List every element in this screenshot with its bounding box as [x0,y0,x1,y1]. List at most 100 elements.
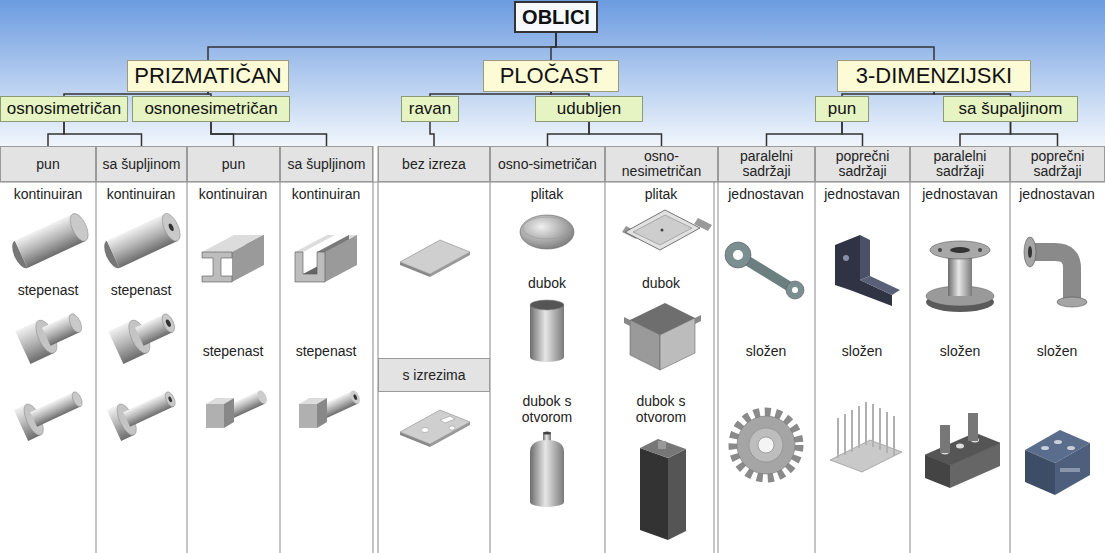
hollow-bolt [107,382,181,441]
column-header: paralelni sadržaji [718,146,815,182]
bolt-part [14,382,88,441]
node-text: OBLICI [522,6,590,29]
hollow-cylinder [101,211,184,271]
cell-label: kontinuiran [281,186,371,202]
node-text: PLOČAST [500,63,603,89]
node-text: sa šupljinom [103,157,181,172]
cell-label: dubok [492,275,602,291]
node-text: poprečni sadržaji [1013,149,1102,178]
column-header: pun [0,146,96,182]
cell-label: kontinuiran [188,186,278,202]
cell-label: stepenast [188,343,278,359]
hollow-square-head-bolt [299,389,362,428]
cell-label: stepenast [96,282,186,298]
tank [530,432,564,508]
tree-connector [430,122,434,146]
engine-block [1025,430,1090,495]
node-text: 3-DIMENZIJSKI [856,63,1012,89]
tree-connector [960,122,1011,146]
tree-connector [48,122,64,146]
column-header: osno-simetričan [490,146,605,182]
block-with-holes [925,413,1000,488]
node-text: s izrezima [402,368,465,383]
node-text: paralelni sadržaji [913,149,1007,178]
cell-label: plitak [492,186,602,202]
cell-label: složen [815,343,909,359]
cell-label: složen [718,343,814,359]
category-box: PLOČAST [483,60,619,92]
cell-label: jednostavan [718,186,814,202]
column-lines [0,146,1105,553]
cell-label: dubok s otvorom [507,393,587,425]
tree-connector [208,33,556,60]
column-header: osno-nesimetričan [605,146,718,182]
flat-plate [400,240,470,277]
cell-label: stepenast [281,343,371,359]
i-beam [202,235,264,282]
column-header: sa šupljinom [96,146,187,182]
cell-label: stepenast [1,282,95,298]
category-box: PRIZMATIČAN [127,60,289,92]
deep-box [624,303,701,370]
cylinder-part [9,211,92,271]
node-text: pun [222,157,245,172]
plate-with-cutouts [400,410,470,447]
tree-connector [211,122,327,146]
cell-label: kontinuiran [1,186,95,202]
column-header: poprečni sadržaji [815,146,910,182]
shallow-dish [520,215,574,249]
pipe-elbow [1024,237,1087,307]
node-text: osnonesimetričan [144,99,277,119]
flange-part [926,241,994,312]
tree-connector [556,33,934,60]
subcategory-box: osnosimetričan [0,96,128,122]
category-box: 3-DIMENZIJSKI [837,60,1031,92]
root-box: OBLICI [514,1,598,33]
column-header: s izrezima [378,358,490,392]
tree-connector [64,122,142,146]
column-header: paralelni sadržaji [910,146,1010,182]
node-text: udubljen [557,99,621,119]
shallow-tray [622,210,712,250]
channel-profile [295,235,357,282]
cell-label: dubok [606,275,716,291]
subcategory-box: ravan [401,96,459,122]
node-text: osnosimetričan [7,99,121,119]
stepped-shaft [15,305,87,364]
node-text: poprečni sadržaji [818,149,907,178]
tree-connector [767,122,843,146]
node-text: osno-simetričan [498,157,597,172]
subcategory-box: udubljen [535,96,643,122]
cell-label: jednostavan [815,186,909,202]
cell-label: dubok s otvorom [621,393,701,425]
subcategory-box: osnonesimetričan [132,96,290,122]
square-head-bolt [206,389,269,428]
node-text: sa šupljinom [288,157,366,172]
header-band [0,0,1105,146]
cell-label: plitak [606,186,716,202]
node-text: ravan [409,99,452,119]
hollow-stepped-shaft [108,305,180,364]
deep-cup [530,300,564,362]
cell-label: jednostavan [911,186,1009,202]
tree-connector [842,122,863,146]
tree-connector [1011,122,1058,146]
tree-connector [589,122,662,146]
column-header: poprečni sadržaji [1010,146,1105,182]
cell-label: jednostavan [1010,186,1104,202]
column-header: bez izreza [378,146,490,182]
node-text: pun [36,157,59,172]
column-header: sa šupljinom [280,146,373,182]
crank-arm [725,242,804,299]
node-text: paralelni sadržaji [721,149,812,178]
cell-label: kontinuiran [96,186,186,202]
tree-connector [548,122,590,146]
subcategory-box: sa šupaljinom [943,96,1078,122]
node-text: osno-nesimetričan [608,149,715,178]
cell-label: složen [911,343,1009,359]
cell-label: složen [1010,343,1104,359]
heat-sink [830,402,902,472]
spur-gear [733,412,799,478]
